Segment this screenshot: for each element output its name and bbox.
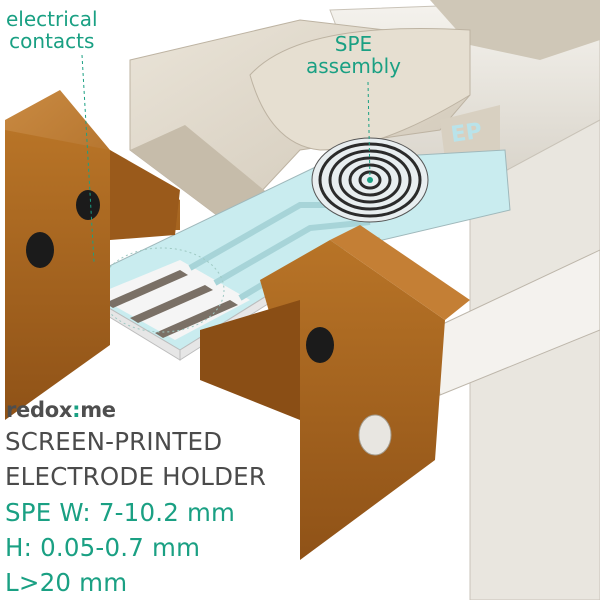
spe-assembly-label: SPE assembly <box>306 32 401 78</box>
redoxme-logo: redox:me <box>6 398 116 422</box>
product-title-line-1: SCREEN-PRINTED <box>5 427 223 456</box>
callout-leaders <box>81 54 371 263</box>
svg-text:EP: EP <box>449 119 483 148</box>
spec-length: L>20 mm <box>5 568 128 597</box>
top-clamp <box>129 0 600 226</box>
spec-height: H: 0.05-0.7 mm <box>5 533 201 562</box>
electrical-contacts-label: electrical contacts <box>6 7 98 53</box>
product-title-line-2: ELECTRODE HOLDER <box>5 462 267 491</box>
spec-width: SPE W: 7-10.2 mm <box>5 498 236 527</box>
